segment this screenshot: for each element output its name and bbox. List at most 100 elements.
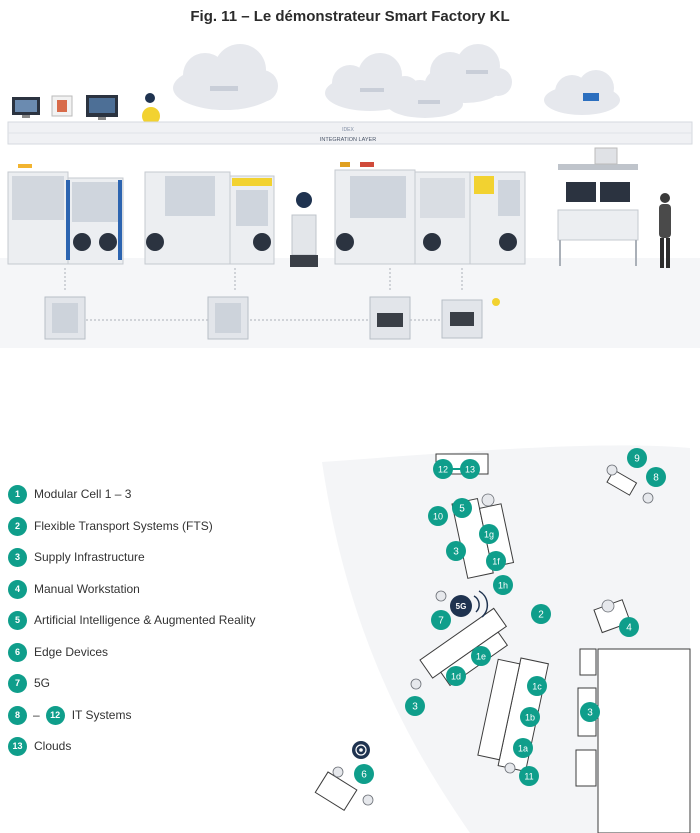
integration-layer-small-label: IDEX: [342, 127, 354, 133]
cloud-3: [425, 44, 512, 103]
edge-devices-row: [44, 268, 500, 340]
plan-marker-1c: 1c: [527, 676, 547, 696]
marker-circle: [446, 541, 466, 561]
legend-label: Clouds: [34, 739, 72, 753]
cloud-5: [544, 70, 620, 115]
legend-number: 5: [8, 610, 27, 630]
marker-label: 3: [453, 547, 459, 558]
monitor-1-stand: [22, 115, 30, 118]
plan-marker-13: 13: [460, 459, 480, 479]
module-e-window: [350, 176, 406, 218]
marker-label: 3: [587, 708, 593, 719]
marker-label: 6: [361, 770, 367, 781]
floor-area: [0, 258, 700, 348]
plan-marker-12: 12: [433, 459, 453, 479]
marker-circle: [619, 617, 639, 637]
marker-label: 13: [465, 465, 475, 475]
cloud-1: [173, 44, 278, 110]
module-a-logo: [18, 164, 32, 168]
marker-circle: [460, 459, 480, 479]
edge-device-2-panel: [215, 303, 241, 333]
legend-number: 1: [8, 484, 27, 504]
plan-edge-desk: [314, 771, 358, 812]
module-b-rail: [66, 180, 70, 260]
marker-label: 1h: [498, 581, 508, 591]
5g-wave-icon: [473, 590, 489, 618]
legend-number: 6: [8, 642, 27, 662]
edge-device-4-logo: [492, 298, 500, 306]
modular-cell-left: [7, 164, 124, 265]
plan-marker-9: 9: [627, 448, 647, 468]
marker-circle: [354, 764, 374, 784]
marker-label: 1b: [525, 713, 535, 723]
workstation-projector: [594, 147, 618, 165]
marker-label: 4: [626, 623, 632, 634]
marker-circle: [513, 738, 533, 758]
marker-circle: [531, 604, 551, 624]
person-icon-2: [435, 590, 447, 602]
manual-workstation: [557, 147, 671, 268]
legend-number-2: 12: [45, 705, 65, 725]
integration-layer: IDEX INTEGRATION LAYER: [7, 121, 693, 145]
marker-circle: [519, 766, 539, 786]
legend-item: 3 Supply Infrastructure: [8, 546, 145, 568]
marker-circle: [433, 459, 453, 479]
marker-label: 1g: [484, 530, 494, 540]
legend-number: 7: [8, 673, 27, 693]
marker-label: 10: [433, 512, 443, 522]
plan-marker-4: 4: [619, 617, 639, 637]
module-b-rail-2: [118, 180, 122, 260]
fts-base: [290, 255, 318, 267]
legend-number: 4: [8, 579, 27, 599]
person-icon-6: [642, 492, 654, 504]
cloud-4: [387, 80, 463, 118]
integration-layer-label: INTEGRATION LAYER: [320, 137, 376, 143]
plan-workstation-area: [597, 648, 691, 833]
module-a-badge: [73, 233, 91, 251]
marker-circle: [627, 448, 647, 468]
plan-marker-1e: 1e: [471, 646, 491, 666]
module-f-badge: [423, 233, 441, 251]
marker-circle: [428, 506, 448, 526]
plan-marker-8: 8: [646, 467, 666, 487]
marker-circle: [471, 646, 491, 666]
person-icon-1: [481, 493, 495, 507]
monitor-1-screen: [15, 100, 37, 112]
plan-marker-5: 5: [452, 498, 472, 518]
plan-marker-1f: 1f: [486, 551, 506, 571]
modular-cell-middle: [144, 171, 275, 265]
plan-edge-icon: [352, 741, 370, 759]
plan-marker-1h: 1h: [493, 575, 513, 595]
module-e-logo: [340, 162, 350, 167]
plan-ws-block-3: [575, 749, 597, 787]
marker-label: 3: [412, 702, 418, 713]
edge-device-4-panel: [450, 312, 474, 326]
plan-it-desk-top: [606, 469, 638, 496]
monitor-3-screen: [89, 98, 115, 113]
monitor-2-screen: [57, 100, 67, 112]
plan-marker-3c: 3: [580, 702, 600, 722]
plan-marker-7: 7: [431, 610, 451, 630]
person-icon-4: [601, 599, 615, 613]
5g-circle: [450, 595, 472, 617]
modular-cell-right: [334, 162, 526, 265]
legend-label: Supply Infrastructure: [34, 550, 145, 564]
plan-marker-1b: 1b: [520, 707, 540, 727]
person-icon-3: [410, 678, 422, 690]
person-icon-8: [362, 794, 374, 806]
legend-number: 3: [8, 547, 27, 567]
plan-marker-3a: 3: [446, 541, 466, 561]
marker-label: 1a: [518, 744, 528, 754]
module-g-badge: [499, 233, 517, 251]
fts-robot: [290, 192, 318, 267]
module-f-window: [420, 178, 465, 218]
plan-5g-badge: 5G: [450, 590, 489, 618]
module-a-window: [12, 176, 64, 220]
